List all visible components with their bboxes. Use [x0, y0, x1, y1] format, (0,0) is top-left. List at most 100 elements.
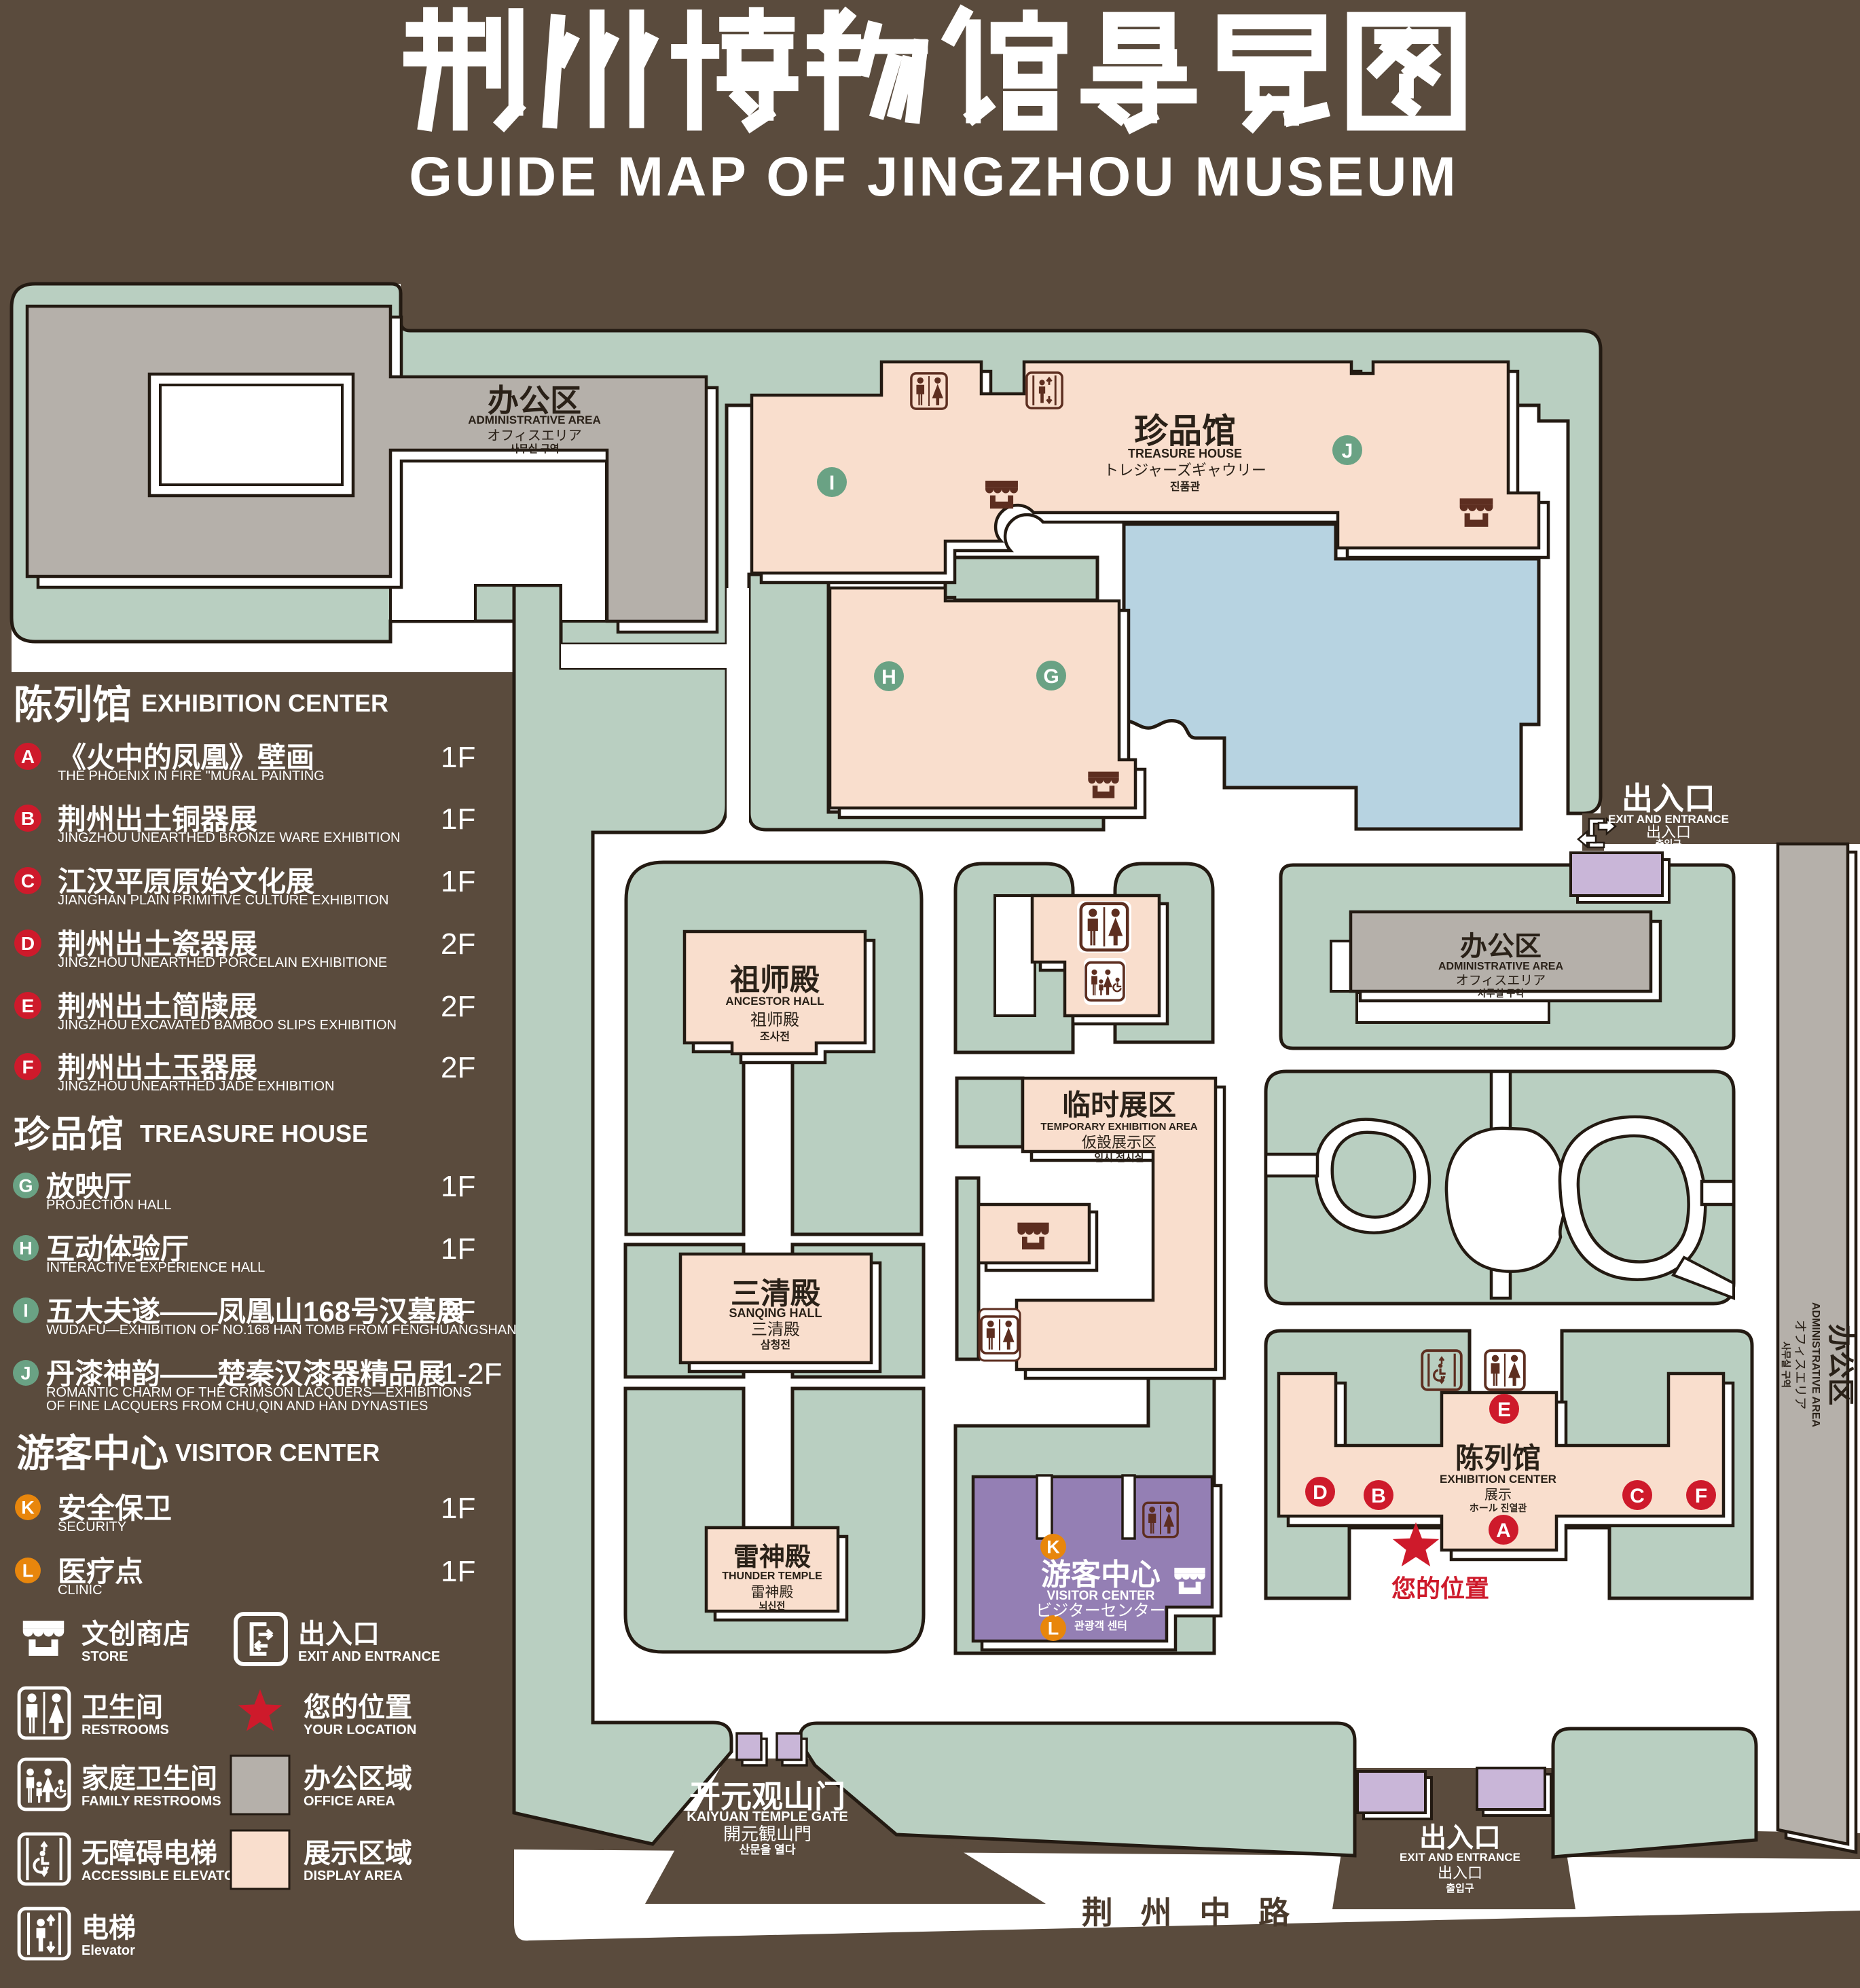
- svg-text:EXIT AND ENTRANCE: EXIT AND ENTRANCE: [298, 1649, 440, 1664]
- svg-text:GUIDE MAP OF JINGZHOU MUSEUM: GUIDE MAP OF JINGZHOU MUSEUM: [409, 146, 1459, 208]
- svg-text:珍品馆: 珍品馆: [1134, 412, 1236, 450]
- svg-text:진품관: 진품관: [1170, 481, 1200, 493]
- svg-text:办公区域: 办公区域: [304, 1764, 412, 1794]
- svg-text:임시 전시실: 임시 전시실: [1094, 1152, 1144, 1164]
- svg-text:《火中的凤凰》壁画: 《火中的凤凰》壁画: [58, 741, 314, 773]
- svg-text:ROMANTIC CHARM OF THE CRIMSON: ROMANTIC CHARM OF THE CRIMSON LACQUERS—E…: [46, 1385, 471, 1400]
- svg-text:RESTROOMS: RESTROOMS: [81, 1723, 169, 1737]
- svg-text:삼청전: 삼청전: [761, 1338, 790, 1351]
- svg-text:ACCESSIBLE ELEVATOR: ACCESSIBLE ELEVATOR: [81, 1869, 245, 1883]
- svg-text:A: A: [1496, 1520, 1511, 1542]
- svg-text:사무실 구역: 사무실 구역: [509, 443, 559, 455]
- svg-text:江汉平原原始文化展: 江汉平原原始文化展: [58, 866, 314, 898]
- svg-text:仮設展示区: 仮設展示区: [1082, 1134, 1156, 1151]
- svg-text:OFFICE AREA: OFFICE AREA: [304, 1794, 395, 1809]
- svg-text:PROJECTION HALL: PROJECTION HALL: [46, 1198, 171, 1213]
- svg-text:陈列馆: 陈列馆: [1455, 1442, 1541, 1474]
- svg-text:L: L: [1048, 1619, 1059, 1639]
- svg-text:ADMINISTRATIVE AREA: ADMINISTRATIVE AREA: [1438, 961, 1563, 972]
- svg-text:无障碍电梯: 无障碍电梯: [81, 1839, 217, 1869]
- svg-text:EXIT AND ENTRANCE: EXIT AND ENTRANCE: [1400, 1851, 1520, 1864]
- svg-text:陈列馆: 陈列馆: [14, 683, 132, 727]
- svg-text:ホール 진열관: ホール 진열관: [1470, 1503, 1527, 1513]
- svg-text:開元観山門: 開元観山門: [723, 1824, 812, 1844]
- svg-text:医疗点: 医疗点: [58, 1556, 143, 1587]
- svg-text:G: G: [18, 1176, 33, 1196]
- svg-text:三清殿: 三清殿: [731, 1277, 820, 1310]
- svg-text:L: L: [22, 1561, 34, 1581]
- svg-text:祖师殿: 祖师殿: [730, 963, 820, 997]
- svg-text:TEMPORARY EXHIBITION AREA: TEMPORARY EXHIBITION AREA: [1040, 1121, 1197, 1133]
- svg-text:조사전: 조사전: [760, 1031, 790, 1043]
- svg-text:家庭卫生间: 家庭卫生间: [81, 1764, 217, 1794]
- svg-text:C: C: [21, 870, 35, 891]
- svg-text:I: I: [23, 1301, 29, 1321]
- svg-text:출입구: 출입구: [1446, 1883, 1474, 1894]
- svg-text:ADMINISTRATIVE AREA: ADMINISTRATIVE AREA: [1810, 1302, 1821, 1427]
- svg-text:H: H: [19, 1238, 33, 1259]
- svg-text:F: F: [1695, 1485, 1707, 1507]
- svg-text:산문을 열다: 산문을 열다: [740, 1843, 796, 1856]
- svg-text:您的位置: 您的位置: [1391, 1575, 1489, 1602]
- svg-text:D: D: [1313, 1481, 1328, 1504]
- svg-text:VISITOR CENTER: VISITOR CENTER: [1046, 1589, 1154, 1603]
- svg-text:荆州出土简牍展: 荆州出土简牍展: [58, 991, 257, 1023]
- svg-text:사무실 구역: 사무실 구역: [1478, 988, 1524, 999]
- svg-text:관광객 센터: 관광객 센터: [1074, 1619, 1127, 1632]
- svg-text:办公区: 办公区: [1825, 1324, 1855, 1405]
- svg-text:游客中心: 游客中心: [1041, 1558, 1161, 1591]
- svg-text:出入口: 出入口: [1622, 781, 1715, 816]
- svg-text:J: J: [20, 1363, 31, 1384]
- svg-text:THUNDER TEMPLE: THUNDER TEMPLE: [722, 1570, 822, 1582]
- svg-text:荆州出土玉器展: 荆州出土玉器展: [58, 1052, 257, 1084]
- svg-text:B: B: [21, 808, 35, 829]
- svg-text:2F: 2F: [441, 990, 475, 1023]
- svg-text:SECURITY: SECURITY: [58, 1520, 126, 1534]
- svg-text:1F: 1F: [441, 1170, 475, 1203]
- svg-text:1F: 1F: [441, 1232, 475, 1266]
- svg-text:互动体验厅: 互动体验厅: [46, 1233, 189, 1265]
- svg-text:荆州出土铜器展: 荆州出土铜器展: [58, 803, 257, 835]
- svg-text:办公区: 办公区: [488, 383, 581, 418]
- svg-text:OF FINE LACQUERS FROM CHU,QIN: OF FINE LACQUERS FROM CHU,QIN AND HAN DY…: [46, 1399, 428, 1414]
- svg-text:1F: 1F: [441, 741, 475, 774]
- svg-text:Elevator: Elevator: [81, 1943, 135, 1958]
- svg-text:ADMINISTRATIVE AREA: ADMINISTRATIVE AREA: [468, 413, 601, 426]
- svg-text:2F: 2F: [441, 927, 475, 961]
- svg-text:丹漆神韵——楚秦汉漆器精品展: 丹漆神韵——楚秦汉漆器精品展: [46, 1358, 445, 1390]
- svg-text:您的位置: 您的位置: [304, 1693, 412, 1723]
- svg-text:D: D: [21, 933, 35, 954]
- svg-text:ビジターセンター: ビジターセンター: [1036, 1602, 1166, 1620]
- svg-text:1F: 1F: [441, 1555, 475, 1588]
- svg-text:雷神殿: 雷神殿: [733, 1543, 811, 1572]
- svg-text:TREASURE HOUSE: TREASURE HOUSE: [140, 1120, 368, 1147]
- svg-text:珍品馆: 珍品馆: [14, 1114, 124, 1155]
- svg-text:WUDAFU—EXHIBITION OF NO.168 HA: WUDAFU—EXHIBITION OF NO.168 HAN TOMB FRO…: [46, 1323, 517, 1338]
- svg-text:展示区域: 展示区域: [304, 1839, 412, 1869]
- svg-text:オフィスエリア: オフィスエリア: [487, 428, 582, 443]
- svg-text:临时展区: 临时展区: [1062, 1089, 1176, 1121]
- svg-text:1F: 1F: [441, 1492, 475, 1525]
- svg-text:I: I: [829, 472, 835, 494]
- svg-text:F: F: [22, 1056, 33, 1078]
- svg-text:YOUR LOCATION: YOUR LOCATION: [304, 1723, 416, 1737]
- svg-text:JINGZHOU UNEARTHED PORCELAIN E: JINGZHOU UNEARTHED PORCELAIN EXHIBITIONE: [58, 955, 387, 970]
- svg-text:E: E: [22, 995, 35, 1016]
- svg-text:SANQING HALL: SANQING HALL: [729, 1306, 822, 1320]
- svg-text:STORE: STORE: [81, 1649, 128, 1664]
- svg-text:卫生间: 卫生间: [81, 1693, 163, 1723]
- svg-text:2F: 2F: [441, 1051, 475, 1084]
- svg-text:JINGZHOU EXCAVATED BAMBOO SLIP: JINGZHOU EXCAVATED BAMBOO SLIPS EXHIBITI…: [58, 1018, 397, 1033]
- svg-text:TREASURE HOUSE: TREASURE HOUSE: [1128, 447, 1242, 460]
- svg-text:DISPLAY AREA: DISPLAY AREA: [304, 1869, 403, 1883]
- svg-text:トレジャーズギャウリー: トレジャーズギャウリー: [1104, 462, 1266, 479]
- svg-text:B: B: [1371, 1485, 1386, 1507]
- svg-text:FAMILY RESTROOMS: FAMILY RESTROOMS: [81, 1794, 221, 1809]
- svg-text:INTERACTIVE EXPERIENCE HALL: INTERACTIVE EXPERIENCE HALL: [46, 1260, 265, 1275]
- svg-text:安全保卫: 安全保卫: [58, 1492, 172, 1524]
- svg-text:JIANGHAN PLAIN PRIMITIVE CULTU: JIANGHAN PLAIN PRIMITIVE CULTURE EXHIBIT…: [58, 893, 388, 908]
- svg-text:オフィスエリア: オフィスエリア: [1456, 974, 1546, 988]
- svg-text:2F: 2F: [441, 1295, 475, 1328]
- svg-text:1F: 1F: [441, 865, 475, 898]
- svg-text:オフィスエリア: オフィスエリア: [1793, 1320, 1807, 1410]
